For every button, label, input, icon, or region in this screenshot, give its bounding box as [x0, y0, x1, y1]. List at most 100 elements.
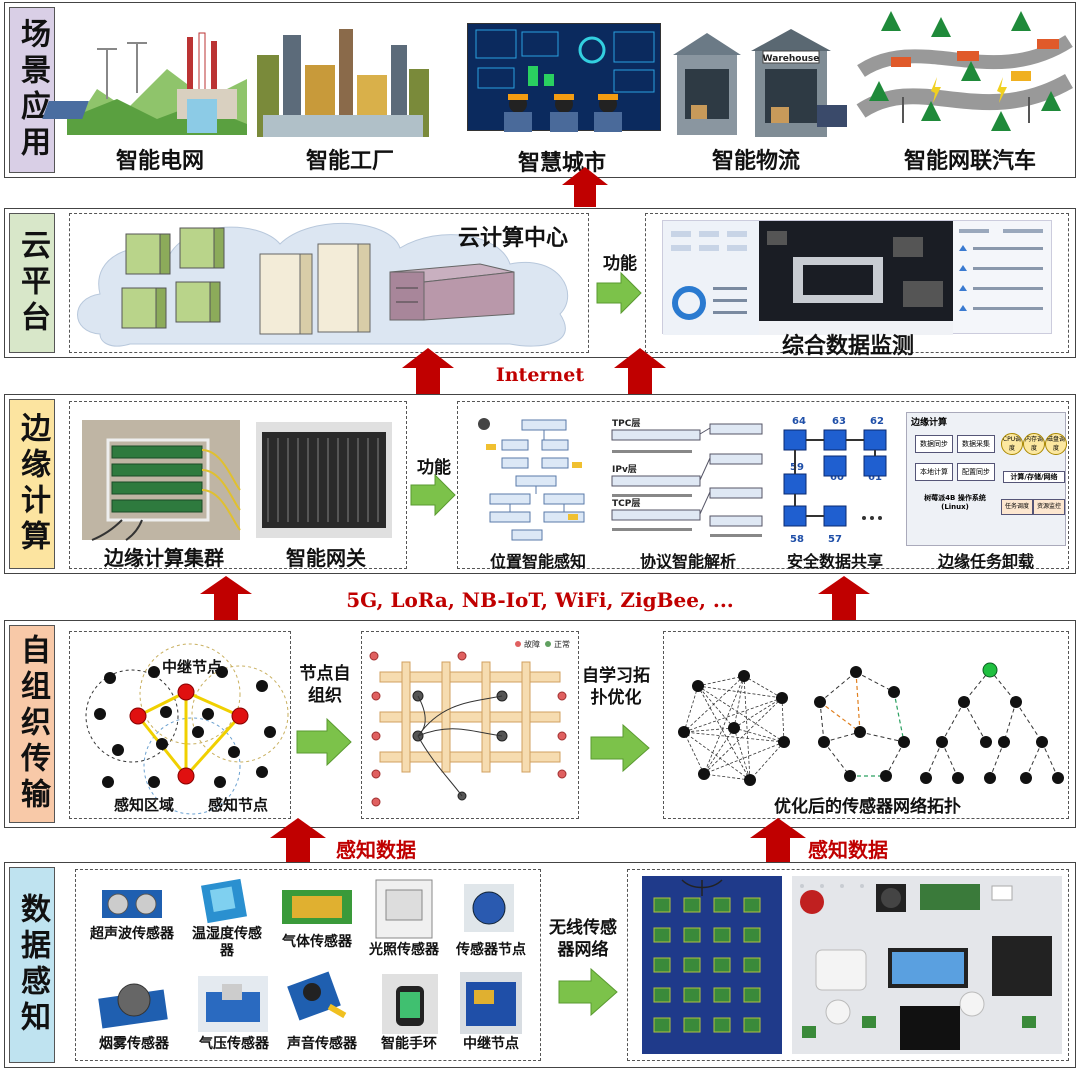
- smoke-sensor-icon: [98, 983, 168, 1029]
- selforg-step1-label: 节点自组织: [295, 663, 355, 707]
- share-node-63: 63: [832, 416, 846, 427]
- offload-disk: 磁盘调度: [1045, 433, 1067, 455]
- layer-tag-cloud: 云平台: [9, 213, 55, 353]
- selforg-step2-label: 自学习拓扑优化: [581, 665, 651, 709]
- arrow-up-sensed-left: [270, 818, 326, 864]
- layer-tag-sensing: 数据感知: [9, 867, 55, 1063]
- scenario-label-city: 智慧城市: [517, 151, 606, 176]
- sense-area-label: 感知区域: [114, 796, 175, 814]
- layer-tag-edge: 边缘计算: [9, 399, 55, 569]
- sensor-label-sound: 声音传感器: [287, 1036, 357, 1052]
- protocol-layer-1: TPC层: [612, 418, 640, 429]
- edge-hardware-box: 边缘计算集群 智能网关: [69, 401, 407, 570]
- sensor-label-light: 光照传感器: [369, 942, 439, 958]
- protocol-parsing-image: TPC层 IPv层 TCP层: [610, 414, 766, 546]
- layer-tag-text: 数据感知: [15, 893, 50, 1037]
- legend-normal: 正常: [554, 640, 570, 649]
- smart-city-image: [467, 23, 661, 132]
- edge-func-label: 功能: [417, 458, 451, 478]
- gas-sensor-icon: [282, 890, 352, 924]
- wsn-label: 无线传感器网络: [545, 917, 621, 961]
- wsn-photo-box: [627, 869, 1069, 1061]
- offload-local-compute: 本地计算: [915, 463, 953, 481]
- server-rack-icon: [121, 227, 225, 329]
- server-box-icon: [389, 263, 515, 321]
- protocols-label: 5G, LoRa, NB-IoT, WiFi, ZigBee, ...: [346, 588, 734, 612]
- location-sensing-image: [472, 414, 602, 546]
- sensor-label-gas: 气体传感器: [282, 934, 352, 950]
- edge-function-label-3: 安全数据共享: [786, 552, 883, 571]
- light-sensor-icon: [375, 879, 433, 939]
- monitor-label: 综合数据监测: [782, 334, 915, 359]
- share-node-61: 61: [868, 472, 882, 483]
- wsn-text: 无线传感器网络: [549, 918, 617, 960]
- edge-function-label-2: 协议智能解析: [639, 552, 736, 571]
- wsn-board-photo: [642, 876, 782, 1054]
- smart-grid-image: [42, 29, 247, 135]
- arrow-right-edge: [410, 473, 456, 517]
- offload-title: 边缘计算: [911, 418, 948, 428]
- selforg-step1-text: 节点自组织: [299, 664, 351, 706]
- layer-scenario: 场景应用 智能电网 智能工厂: [4, 2, 1076, 178]
- edge-gateway-image: [256, 422, 392, 538]
- pressure-sensor-icon: [198, 976, 268, 1032]
- legend-fault: 故障: [524, 639, 540, 649]
- optimized-topology-box: 优化后的传感器网络拓扑: [663, 631, 1069, 819]
- offload-resources: 计算/存储/网络: [1003, 471, 1065, 483]
- arrow-up-city: [562, 167, 608, 207]
- task-offload-image: 边缘计算 数据同步 数据采集 本地计算 配置同步 树莓派4B 操作系统(Linu…: [906, 412, 1067, 546]
- layer-edge: 边缘计算 边缘计算集群 智: [4, 394, 1076, 574]
- layer-tag-scenario: 场景应用: [9, 7, 55, 173]
- temp-humidity-sensor-icon: [201, 878, 247, 924]
- sensor-label-node: 传感器节点: [456, 942, 526, 958]
- optimized-topology-label: 优化后的传感器网络拓扑: [774, 797, 961, 817]
- arrow-right-selforg-1: [296, 717, 352, 767]
- arrow-right-sensing: [558, 967, 618, 1017]
- share-node-57: 57: [828, 534, 842, 545]
- arrow-right-selforg-2: [590, 723, 650, 773]
- arrow-up-protocol-right: [818, 576, 870, 620]
- offload-data-sync: 数据同步: [915, 435, 953, 453]
- layer-tag-text: 场景应用: [15, 18, 50, 162]
- share-node-60: 60: [830, 472, 844, 483]
- optimized-topology-diagram: [678, 662, 1064, 786]
- arrow-up-internet-left: [402, 348, 454, 394]
- scenario-label-factory: 智能工厂: [305, 149, 394, 174]
- sensor-label-temp-humidity: 温湿度传感器: [188, 926, 266, 960]
- sensor-label-ultrasonic: 超声波传感器: [90, 926, 174, 943]
- scenario-label-logistics: 智能物流: [711, 149, 800, 174]
- sensor-label-band: 智能手环: [381, 1036, 437, 1052]
- smart-factory-image: [253, 25, 429, 137]
- share-node-58: 58: [790, 534, 804, 545]
- smart-logistics-image: Warehouse: [667, 25, 849, 137]
- scenario-label-car: 智能网联汽车: [903, 149, 1036, 174]
- sense-node-label: 感知节点: [208, 796, 269, 814]
- layer-tag-text: 自组织传输: [15, 634, 50, 814]
- offload-os: 树莓派4B 操作系统(Linux): [924, 494, 986, 511]
- layer-selforg: 自组织传输 中继节点 感知区域 感知节点 节点自组织: [4, 620, 1076, 828]
- smart-car-image: [856, 11, 1073, 137]
- edge-function-label-4: 边缘任务卸载: [937, 552, 1034, 571]
- ultrasonic-sensor-icon: [102, 890, 162, 918]
- arrow-up-protocol-left: [200, 576, 252, 620]
- internet-label: Internet: [495, 364, 585, 386]
- sensor-node-icon: [464, 884, 514, 932]
- smart-band-icon: [382, 974, 438, 1034]
- sensor-text: 温湿度传感器: [192, 926, 262, 959]
- share-node-62: 62: [870, 416, 884, 427]
- relay-node-device-icon: [460, 972, 522, 1034]
- layer-tag-text: 云平台: [15, 229, 50, 337]
- warehouse-sign: Warehouse: [763, 54, 820, 64]
- edge-cluster-image: [82, 420, 241, 541]
- edge-cluster-label: 边缘计算集群: [104, 546, 224, 570]
- edge-gateway-label: 智能网关: [286, 546, 366, 570]
- protocol-layer-3: TCP层: [612, 498, 640, 509]
- arrow-right-cloud: [596, 271, 642, 315]
- protocol-layer-2: IPv层: [612, 464, 637, 475]
- selforg-step2-text: 自学习拓扑优化: [582, 666, 650, 708]
- server-tower-icon: [259, 243, 371, 335]
- cloud-center-box: 云计算中心: [69, 213, 589, 353]
- sensor-label-pressure: 气压传感器: [199, 1036, 269, 1052]
- offload-mem: 内存调度: [1023, 433, 1045, 455]
- monitor-box: 综合数据监测: [645, 213, 1069, 359]
